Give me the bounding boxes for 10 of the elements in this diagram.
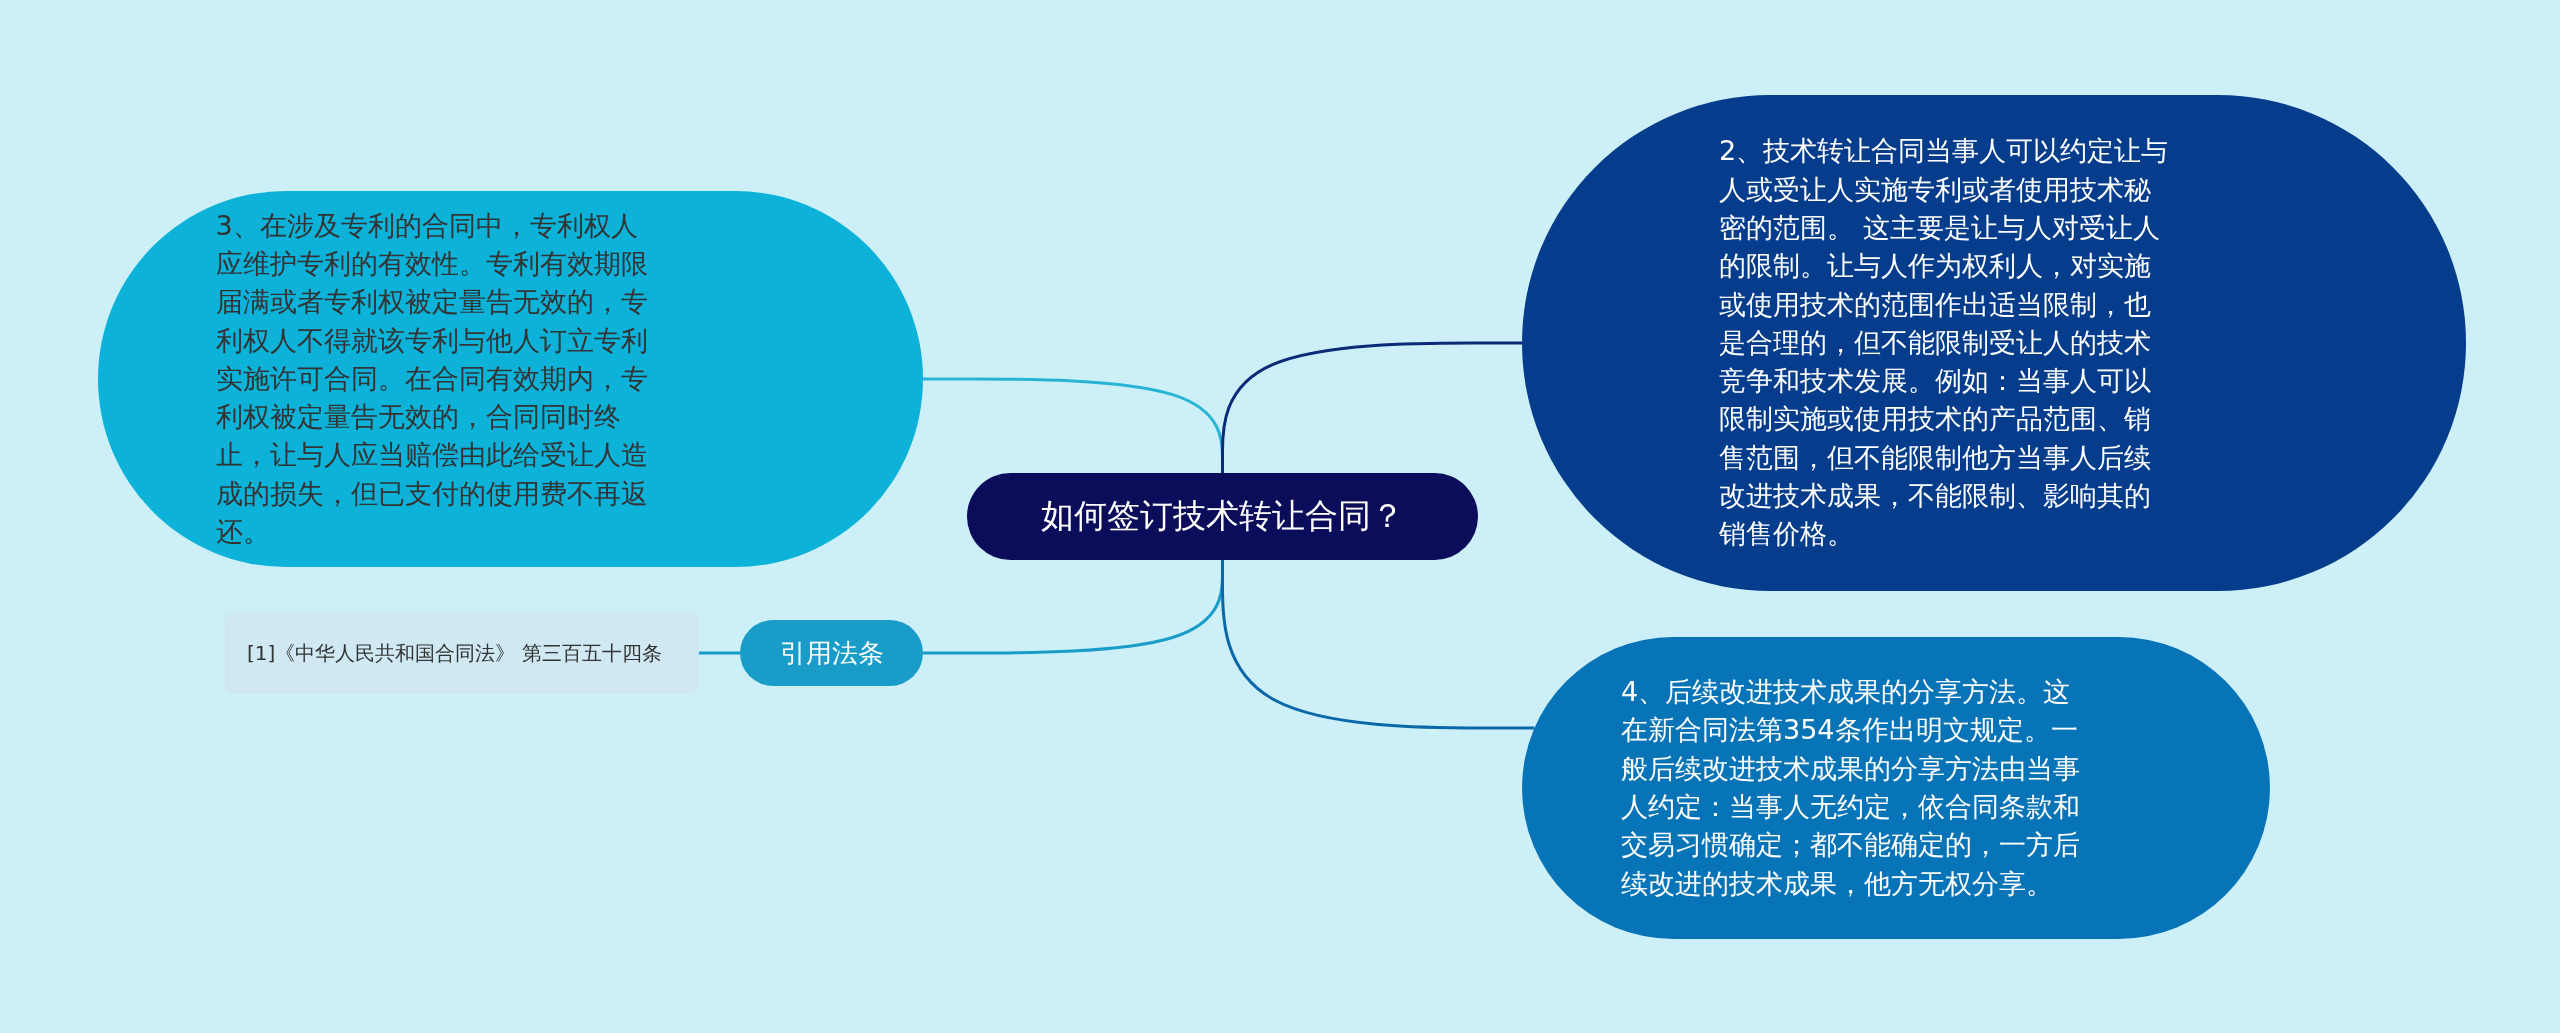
- reference-box: [225, 612, 699, 694]
- connector-line: [1221, 341, 1522, 473]
- node-text: 4、后续改进技术成果的分享方法。这在新合同法第354条作出明文规定。一般后续改进技术成果的分享方法由当事人约定：当事人无约定，依合同条款和交易习惯确定；都不能确定的，一方后续改进的技术成果，他方无权分享。: [1621, 675, 2081, 901]
- node-text: 如何签订技术转让合同？: [1041, 495, 1404, 538]
- node-text: 引用法条: [779, 636, 884, 670]
- connector-line: [1221, 560, 1535, 730]
- node-text: 2、技术转让合同当事人可以约定让与人或受让人实施专利或者使用技术秘密的范围。 这主要是让与人对受让人的限制。让与人作为权利人，对实施或使用技术的范围作出适当限制，也是合理的，但不能限制受让人的技术竞争和技术发展。例如：当事人可以限制实施或使用技术的产品范围、销售范围，但不能限制他方当事人后续改进技术成果，不能限制、影响其的销售价格。: [1719, 134, 2169, 552]
- node-text: [1]《中华人民共和国合同法》 第三百五十四条: [247, 639, 663, 667]
- node-text: 3、在涉及专利的合同中，专利权人应维护专利的有效性。专利有效期限届满或者专利权被定量告无效的，专利权人不得就该专利与他人订立专利实施许可合同。在合同有效期内，专利权被定量告无效的，合同同时终止，让与人应当赔偿由此给受让人造成的损失，但已支付的使用费不再返还。: [215, 208, 649, 550]
- connector-line: [699, 651, 740, 655]
